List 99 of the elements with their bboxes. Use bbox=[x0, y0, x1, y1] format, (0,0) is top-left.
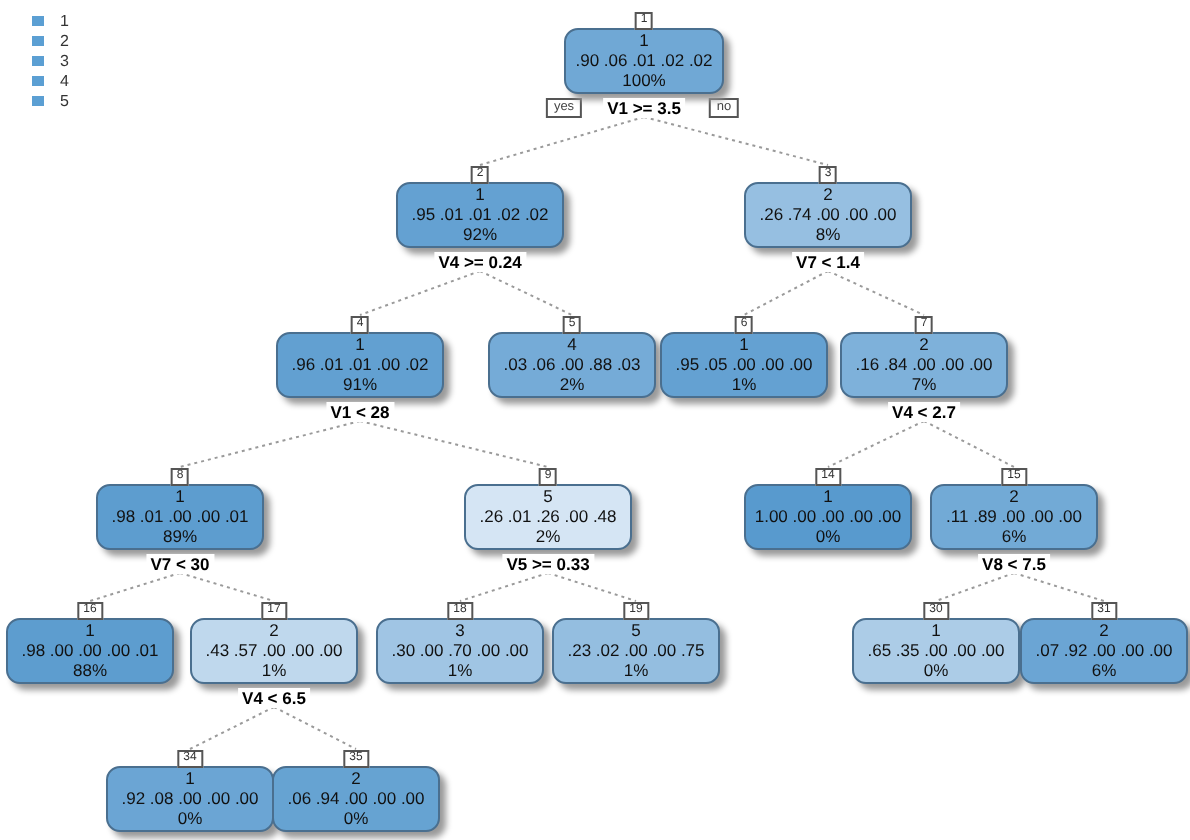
connector-line bbox=[273, 706, 357, 750]
node-text: 2% bbox=[559, 374, 585, 394]
connector-line bbox=[359, 270, 481, 316]
node-text: .65 .35 .00 .00 .00 bbox=[867, 640, 1005, 660]
node-text: 6% bbox=[1001, 526, 1027, 546]
node-text: 5 bbox=[543, 486, 553, 506]
connector-line bbox=[89, 572, 181, 602]
connector-line bbox=[179, 420, 361, 468]
connector-line bbox=[359, 420, 549, 468]
node-box bbox=[96, 483, 264, 549]
node-text: 89% bbox=[162, 526, 197, 546]
node-text: .30 .00 .70 .00 .00 bbox=[391, 640, 529, 660]
node-text: 4 bbox=[567, 334, 577, 354]
node-box bbox=[660, 331, 828, 397]
node-box bbox=[744, 181, 912, 247]
node-box bbox=[276, 331, 444, 397]
legend-text: 1 bbox=[60, 11, 69, 29]
node-text: 0% bbox=[923, 660, 949, 680]
node-text: 2 bbox=[269, 620, 279, 640]
node-text: .43 .57 .00 .00 .00 bbox=[205, 640, 343, 660]
node-text: 1.00 .00 .00 .00 .00 bbox=[754, 506, 902, 526]
node-text: 7% bbox=[911, 374, 937, 394]
node-text: .23 .02 .00 .00 .75 bbox=[567, 640, 705, 660]
node-text: 1 bbox=[823, 486, 833, 506]
connector-line bbox=[643, 116, 829, 166]
node-text: .03 .06 .00 .88 .03 bbox=[503, 354, 641, 374]
connector-line bbox=[827, 420, 925, 468]
node-text: 2 bbox=[351, 768, 361, 788]
node-text: .06 .94 .00 .00 .00 bbox=[287, 788, 425, 808]
node-text: 2 bbox=[1099, 620, 1109, 640]
connector-line bbox=[935, 572, 1015, 602]
node-text: 1 bbox=[475, 184, 485, 204]
node-text: 1 bbox=[175, 486, 185, 506]
legend-text: 2 bbox=[60, 31, 69, 49]
node-text: 1% bbox=[623, 660, 649, 680]
node-box bbox=[1020, 617, 1188, 683]
node-text: 5 bbox=[631, 620, 641, 640]
node-box bbox=[376, 617, 544, 683]
node-text: 0% bbox=[815, 526, 841, 546]
node-text: .07 .92 .00 .00 .00 bbox=[1035, 640, 1173, 660]
node-text: 6% bbox=[1091, 660, 1117, 680]
node-text: 3 bbox=[455, 620, 465, 640]
connector-line bbox=[827, 270, 925, 316]
node-text: 1% bbox=[447, 660, 473, 680]
node-text: .98 .01 .00 .00 .01 bbox=[111, 506, 249, 526]
node-box bbox=[852, 617, 1020, 683]
node-text: .16 .84 .00 .00 .00 bbox=[855, 354, 993, 374]
node-box bbox=[488, 331, 656, 397]
node-text: 1 bbox=[639, 30, 649, 50]
node-text: 2 bbox=[1009, 486, 1019, 506]
node-box bbox=[564, 27, 724, 93]
node-text: 1% bbox=[261, 660, 287, 680]
node-box bbox=[930, 483, 1098, 549]
node-box bbox=[464, 483, 632, 549]
node-text: 2 bbox=[919, 334, 929, 354]
node-text: .11 .89 .00 .00 .00 bbox=[946, 506, 1082, 526]
connector-line bbox=[179, 572, 275, 602]
node-text: 100% bbox=[622, 70, 666, 90]
node-text: .92 .08 .00 .00 .00 bbox=[121, 788, 259, 808]
node-text: .95 .01 .01 .02 .02 bbox=[411, 204, 549, 224]
connector-line bbox=[189, 706, 275, 750]
node-text: 1 bbox=[185, 768, 195, 788]
connector-line bbox=[547, 572, 637, 602]
legend-text: 3 bbox=[60, 51, 69, 69]
node-text: .26 .01 .26 .00 .48 bbox=[479, 506, 617, 526]
node-box bbox=[272, 765, 440, 831]
node-text: 2% bbox=[535, 526, 561, 546]
node-text: .90 .06 .01 .02 .02 bbox=[575, 50, 713, 70]
connector-line bbox=[1013, 572, 1105, 602]
connector-line bbox=[743, 270, 829, 316]
node-text: 1 bbox=[355, 334, 365, 354]
node-text: 8% bbox=[815, 224, 841, 244]
node-text: 91% bbox=[342, 374, 377, 394]
legend-text: 5 bbox=[60, 91, 69, 109]
node-text: 0% bbox=[343, 808, 369, 828]
node-text: 88% bbox=[72, 660, 107, 680]
node-text: 2 bbox=[823, 184, 833, 204]
connector-line bbox=[923, 420, 1015, 468]
connector-line bbox=[459, 572, 549, 602]
node-box bbox=[190, 617, 358, 683]
node-box bbox=[106, 765, 274, 831]
node-text: 0% bbox=[177, 808, 203, 828]
node-text: .96 .01 .01 .00 .02 bbox=[291, 354, 429, 374]
connector-line bbox=[479, 270, 573, 316]
node-box bbox=[744, 483, 912, 549]
legend-text: 4 bbox=[60, 71, 69, 89]
node-box bbox=[6, 617, 174, 683]
node-text: .95 .05 .00 .00 .00 bbox=[675, 354, 813, 374]
node-text: 1 bbox=[739, 334, 749, 354]
node-text: .98 .00 .00 .00 .01 bbox=[21, 640, 159, 660]
node-box bbox=[396, 181, 564, 247]
node-text: .26 .74 .00 .00 .00 bbox=[759, 204, 897, 224]
node-text: 1% bbox=[731, 374, 757, 394]
node-text: 92% bbox=[462, 224, 497, 244]
node-text: 1 bbox=[85, 620, 95, 640]
connector-line bbox=[479, 116, 645, 166]
node-box bbox=[552, 617, 720, 683]
node-box bbox=[840, 331, 1008, 397]
node-text: 1 bbox=[931, 620, 941, 640]
